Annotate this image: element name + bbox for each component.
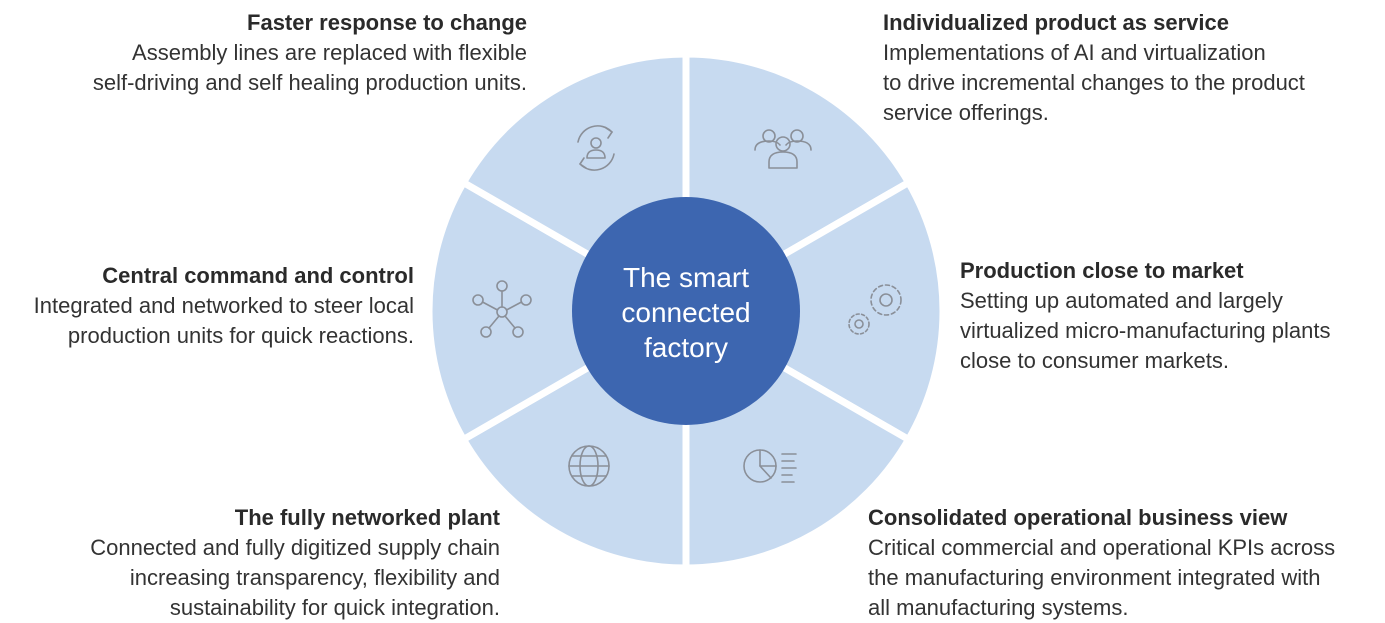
user-cycle-icon bbox=[577, 125, 615, 171]
label-title: The fully networked plant bbox=[234, 505, 500, 530]
label-faster-response: Faster response to change Assembly lines… bbox=[40, 8, 527, 98]
label-description: Setting up automated and largely virtual… bbox=[960, 288, 1331, 373]
label-central-command: Central command and control Integrated a… bbox=[0, 261, 414, 351]
wheel-segment bbox=[682, 179, 947, 443]
label-consolidated-business-view: Consolidated operational business view C… bbox=[868, 503, 1378, 623]
label-individualized-product: Individualized product as service Implem… bbox=[883, 8, 1363, 128]
label-title: Faster response to change bbox=[247, 10, 527, 35]
gears-icon bbox=[848, 284, 902, 335]
label-production-close-to-market: Production close to market Setting up au… bbox=[960, 256, 1380, 376]
globe-icon bbox=[568, 445, 610, 487]
label-description: Integrated and networked to steer local … bbox=[33, 293, 414, 348]
label-title: Production close to market bbox=[960, 258, 1244, 283]
people-group-icon bbox=[754, 129, 812, 169]
network-hub-icon bbox=[472, 280, 532, 338]
pie-chart-report-icon bbox=[743, 449, 797, 483]
label-description: Assembly lines are replaced with flexibl… bbox=[92, 40, 527, 95]
label-title: Central command and control bbox=[102, 263, 414, 288]
label-title: Individualized product as service bbox=[883, 10, 1229, 35]
wheel-segment bbox=[425, 179, 690, 443]
center-hub bbox=[572, 197, 800, 425]
label-title: Consolidated operational business view bbox=[868, 505, 1288, 530]
label-description: Critical commercial and operational KPIs… bbox=[868, 535, 1336, 620]
label-fully-networked-plant: The fully networked plant Connected and … bbox=[30, 503, 500, 623]
label-description: Connected and fully digitized supply cha… bbox=[90, 535, 500, 620]
label-description: Implementations of AI and virtualization… bbox=[883, 40, 1305, 125]
center-title: The smart connected factory bbox=[621, 262, 751, 363]
